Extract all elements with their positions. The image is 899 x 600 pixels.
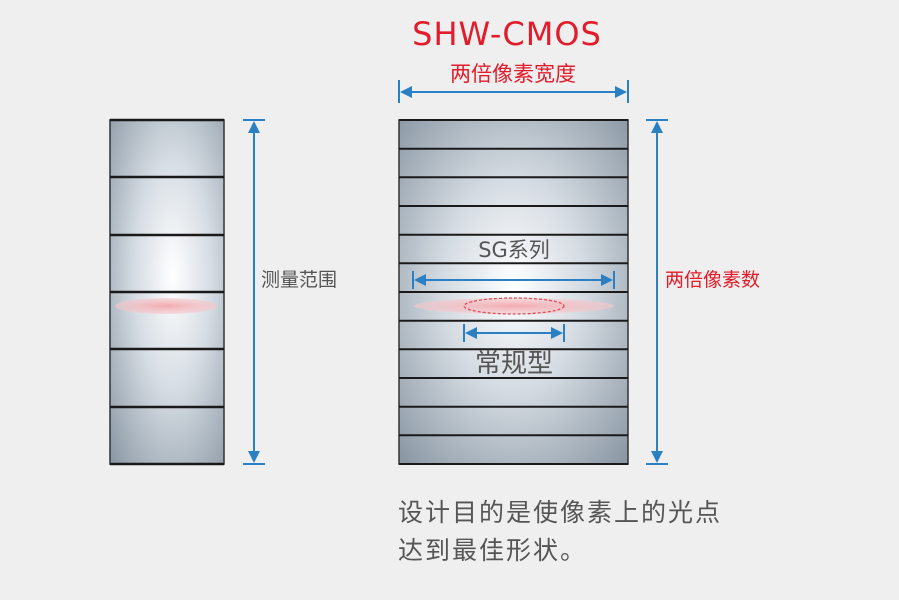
title: SHW-CMOS: [412, 15, 602, 53]
right-sensor-pixel-rows: [399, 119, 628, 465]
measure-range-label: 测量范围: [261, 269, 337, 291]
right-sensor: [398, 119, 629, 465]
sg-arrowhead-right: [601, 274, 613, 286]
width-arrowhead-left: [400, 86, 412, 98]
sg-series-arrow: [412, 271, 615, 289]
measure-arrowhead-up: [248, 121, 260, 133]
width-arrow: [398, 80, 629, 103]
sg-light-spot: [414, 298, 614, 314]
left-sensor: [109, 118, 225, 466]
conventional-label: 常规型: [475, 349, 553, 379]
conventional-arrowhead-left: [465, 327, 477, 339]
left-sensor-pixel-rows: [110, 118, 224, 466]
conventional-light-spot: [463, 297, 565, 315]
measure-arrowhead-down: [248, 451, 260, 463]
sg-series-label: SG系列: [478, 238, 550, 262]
measure-range-arrow: [243, 119, 265, 465]
caption: 设计目的是使像素上的光点 达到最佳形状。: [398, 494, 858, 570]
left-light-spot: [115, 298, 217, 314]
height-arrowhead-down: [651, 451, 663, 463]
conventional-arrowhead-right: [551, 327, 563, 339]
caption-line-1: 设计目的是使像素上的光点: [398, 498, 723, 527]
caption-line-2: 达到最佳形状。: [398, 536, 588, 565]
conventional-arrow: [463, 324, 565, 342]
height-arrow: [646, 119, 668, 465]
width-label: 两倍像素宽度: [450, 62, 576, 86]
height-arrowhead-up: [651, 121, 663, 133]
width-arrowhead-right: [615, 86, 627, 98]
sg-arrowhead-left: [414, 274, 426, 286]
height-label: 两倍像素数: [665, 269, 760, 291]
